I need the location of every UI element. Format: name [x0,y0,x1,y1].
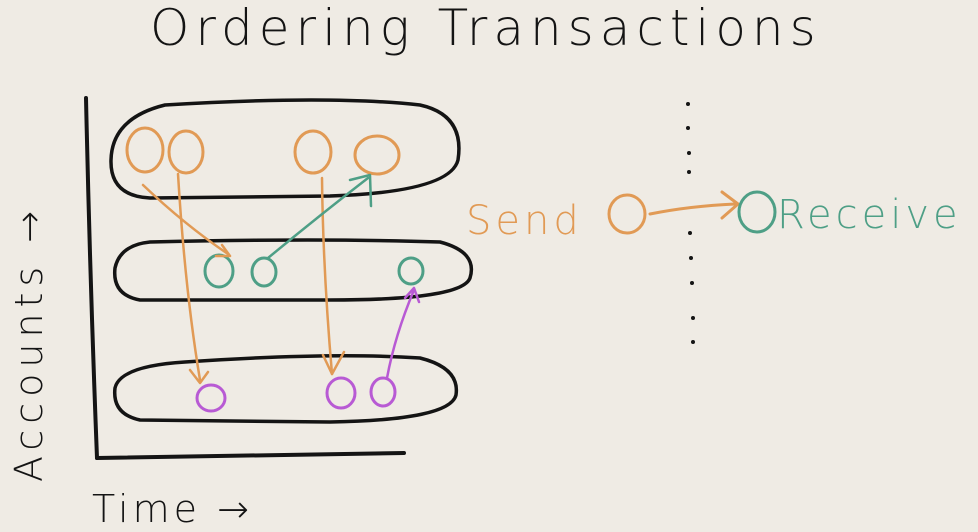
tx-node [167,129,205,175]
tx-node [250,256,278,288]
legend-receive-label: Receive [777,192,962,238]
tx-node [293,129,333,175]
tx-node [195,383,227,413]
legend: Send Receive [466,190,962,244]
time-axis-label: Time → [92,487,253,531]
legend-receive-node [737,190,777,234]
arrowhead [348,173,373,208]
receive-arrow [266,176,370,260]
arrowhead [188,368,210,385]
arrowhead [720,190,740,220]
tx-node [203,253,235,289]
send-arrow [176,172,202,382]
tx-node [353,134,401,176]
legend-send-node [607,193,647,235]
continuation-dots [686,102,695,344]
legend-send-label: Send [466,198,583,244]
tx-node [397,256,425,286]
receive-arrows [266,173,373,260]
send-arrow [320,176,334,376]
accounts-axis-label: Accounts → [7,205,51,482]
lane-3-nodes [195,376,397,413]
account-lane-2 [112,238,474,302]
account-lane-3 [112,354,459,424]
tx-node [369,376,397,408]
accounts-axis [84,96,99,460]
time-axis [95,451,406,460]
diagram-title: Ordering Transactions [150,0,822,57]
arrowhead [321,350,346,376]
send-arrow [141,183,230,256]
lane-3-arrows [385,286,421,380]
tx-node [125,126,165,174]
lane-2-nodes [203,253,425,289]
transfer-arrow [385,288,416,380]
account-lane-1 [109,98,461,200]
tx-node [325,376,357,410]
send-arrows [141,172,346,385]
arrowhead [403,286,421,304]
legend-arrow [648,202,737,216]
arrowhead [214,243,232,258]
lane-1-nodes [125,126,401,176]
